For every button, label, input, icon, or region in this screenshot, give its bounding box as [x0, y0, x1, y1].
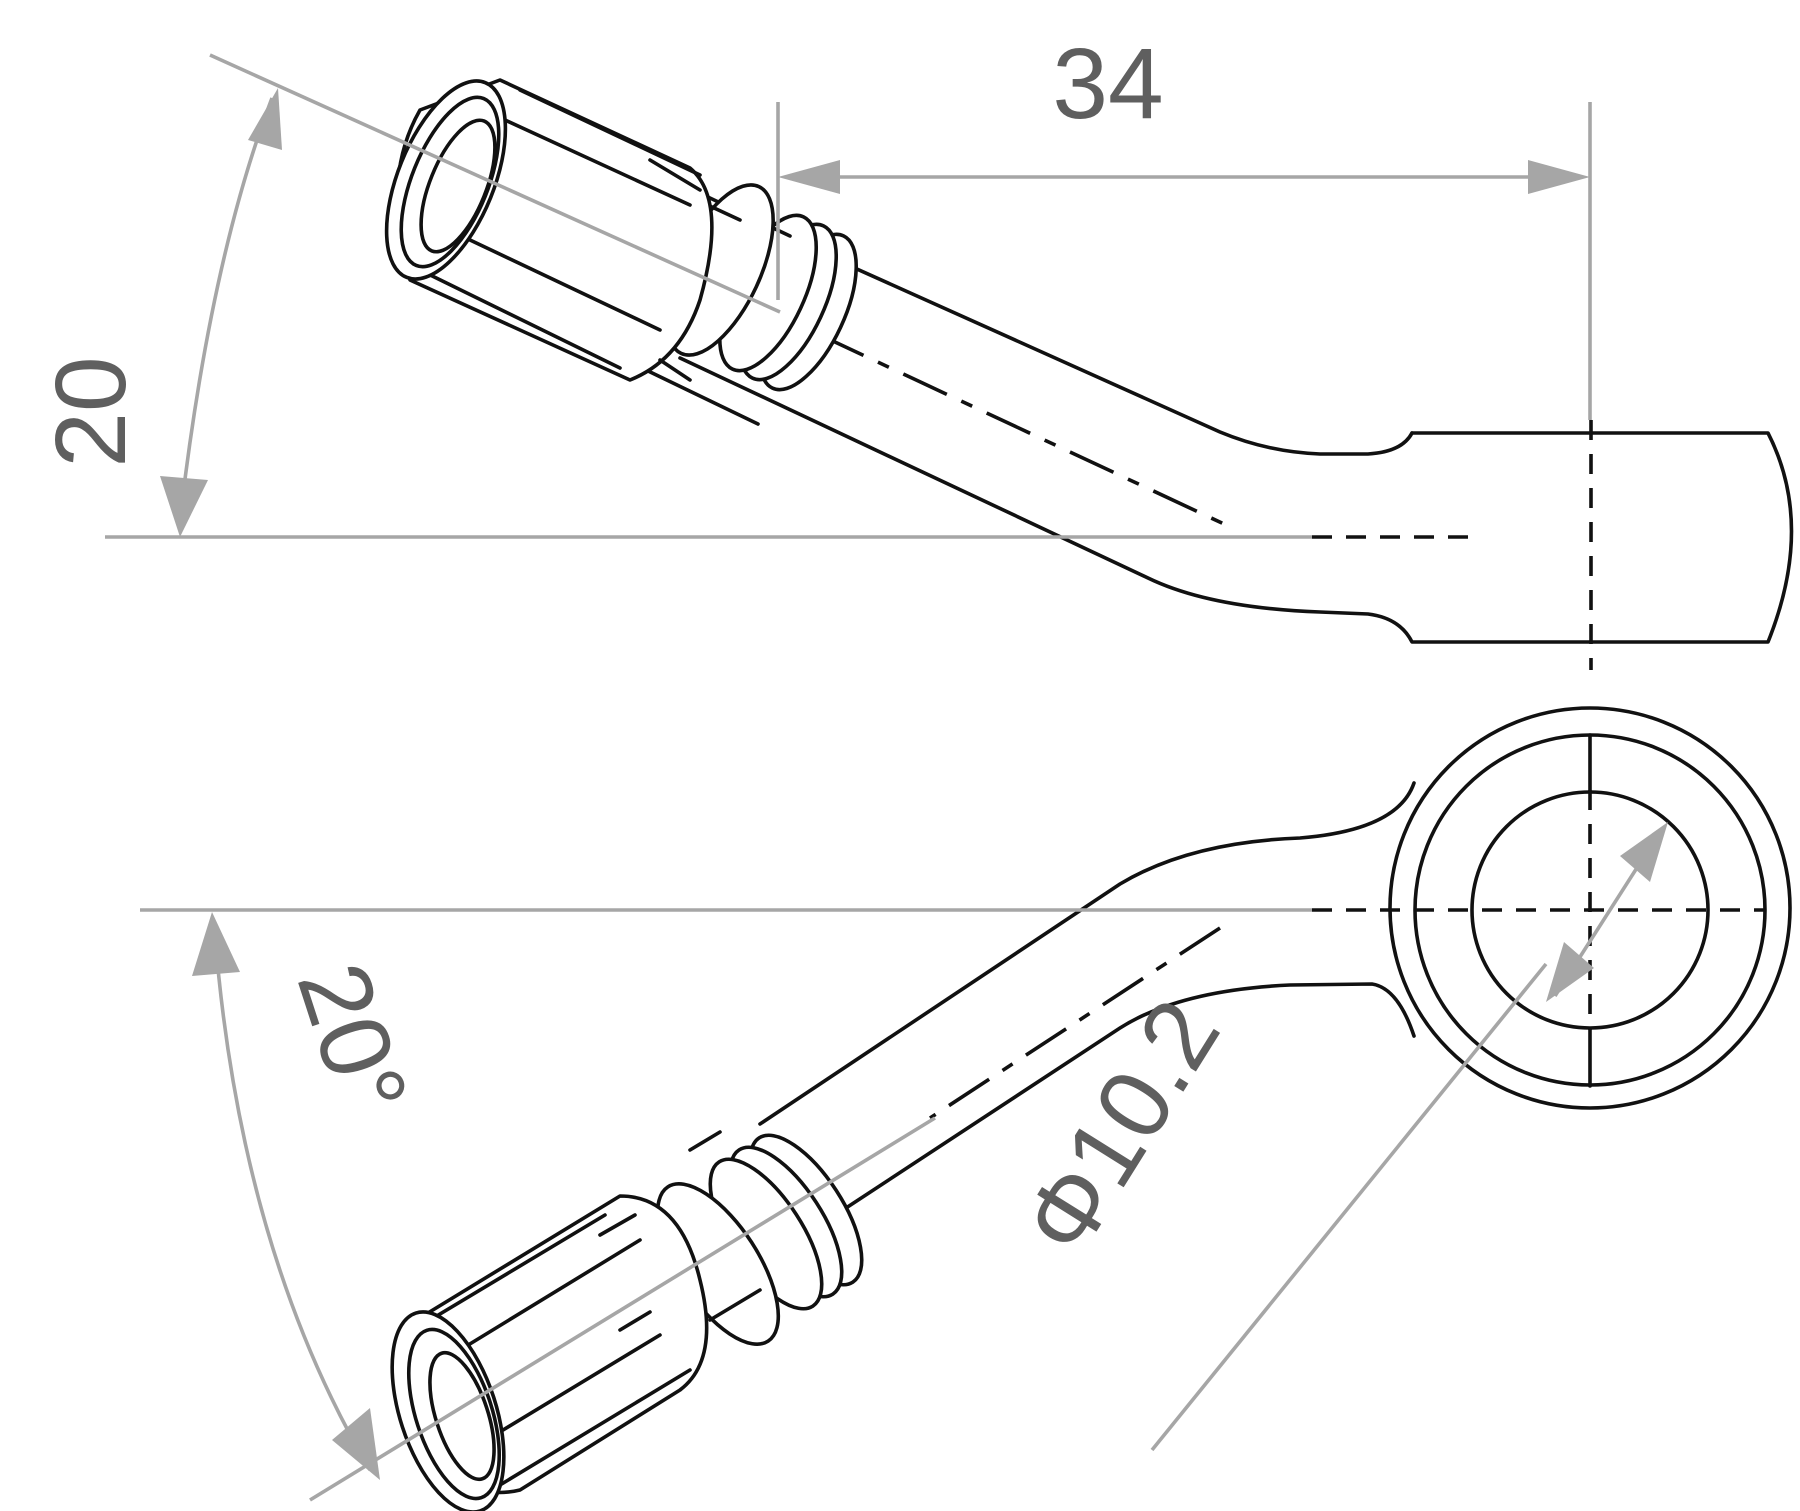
- banjo-eye-side: [678, 356, 1794, 644]
- arrowhead-34-right: [1528, 160, 1590, 194]
- leader-line-diameter: [1150, 962, 1548, 1452]
- dimension-label-diameter: Φ10.2: [1001, 981, 1241, 1273]
- arrowhead-20deg-top: [192, 912, 240, 976]
- ferrule-bottom: [655, 1130, 864, 1346]
- top-view: [384, 78, 1794, 670]
- arrowhead-34-left: [778, 160, 840, 194]
- dimension-label-20: 20: [35, 356, 147, 467]
- bottom-view: [390, 706, 1792, 1511]
- dimension-34: 34: [776, 28, 1592, 420]
- dimension-arc-20-degrees: [213, 934, 372, 1471]
- banjo-neck-plan-lower: [844, 982, 1416, 1210]
- dimension-arc-20: [178, 97, 274, 521]
- dimension-20-offset: 20: [35, 53, 1312, 539]
- extension-line-tube-axis: [209, 53, 781, 314]
- arrowhead-diameter-inner: [1546, 942, 1594, 1002]
- arrowhead-20deg-bottom: [332, 1408, 380, 1480]
- hex-nut-top: [384, 78, 714, 382]
- dimension-diameter: Φ10.2: [1001, 822, 1668, 1452]
- arrowhead-diameter-outer: [1620, 822, 1668, 882]
- dimension-label-34: 34: [1052, 28, 1163, 140]
- banjo-eye-plan: [1388, 706, 1792, 1110]
- arrowhead-20-bottom: [160, 476, 208, 537]
- dimension-label-20-degrees: 20°: [276, 950, 429, 1128]
- banjo-neck-upper-edge: [808, 246, 1414, 456]
- extension-line-tube-axis-bottom: [309, 1116, 936, 1502]
- hex-nut-bottom: [390, 1194, 709, 1511]
- arrowhead-20-top: [248, 88, 282, 150]
- tube-center-line-bottom: [929, 926, 1221, 1120]
- banjo-neck-plan: [758, 781, 1416, 1126]
- tube-center-line-top: [819, 333, 1225, 526]
